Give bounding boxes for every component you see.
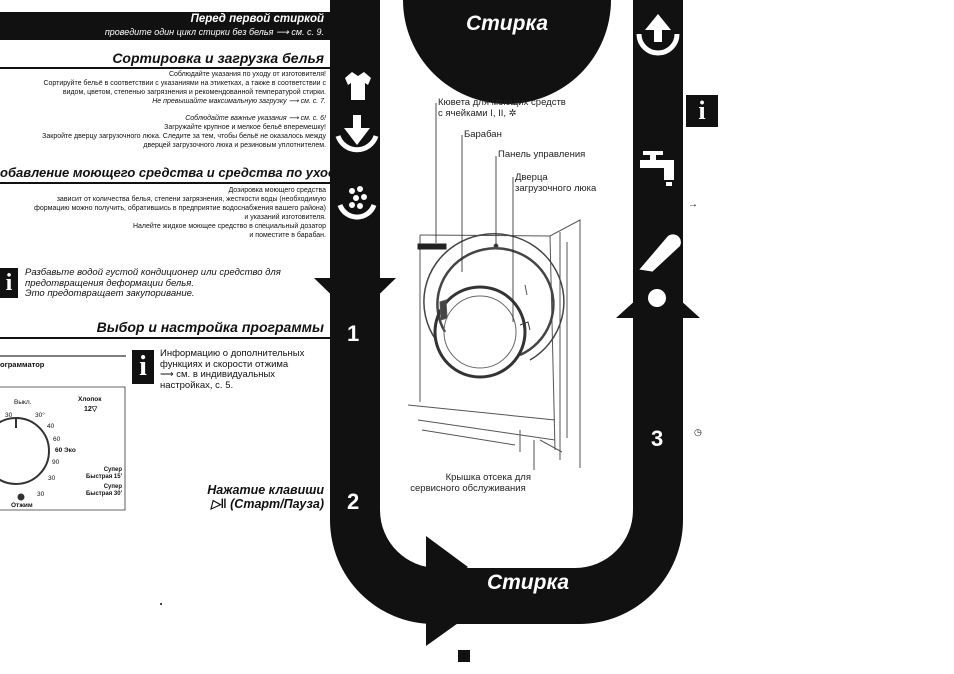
- label-drum: Барабан: [464, 129, 502, 140]
- top-circle: [403, 0, 611, 104]
- dial-temp-30: 30: [5, 412, 13, 419]
- washing-title-bottom: Стирка: [486, 571, 570, 594]
- note1-line: предотвращения деформации белья.: [25, 277, 195, 289]
- detergent-text: Дозировка моющего средства зависит от ко…: [0, 186, 326, 240]
- label-service-cover: Крышка отсека для сервисного обслуживани…: [405, 472, 531, 494]
- info-icon: i: [686, 95, 718, 127]
- info-icon: i: [0, 268, 18, 298]
- note1-line: Разбавьте водой густой кондиционер или с…: [25, 267, 281, 278]
- dial-super30: Быстрая 30': [86, 491, 122, 497]
- press-key-subtitle: ▷‖ (Старт/Паузa): [140, 496, 324, 511]
- load-arrow-icon: [335, 115, 379, 153]
- label-service-cover-line: сервисного обслуживания: [410, 483, 526, 494]
- step-number-2: 2: [347, 489, 360, 514]
- dial-off-label: Выкл.: [14, 399, 32, 406]
- detergent-line: Дозировка моющего средства: [228, 187, 326, 194]
- leader-lines: [435, 103, 535, 470]
- label-door: Дверца загрузочного люка: [515, 172, 596, 194]
- program-title-rule: [0, 337, 330, 339]
- selector-label: ограмматор: [0, 360, 45, 369]
- sorting-p1-line: Соблюдайте указания по уходу от изготови…: [168, 71, 326, 78]
- program-title: Выбор и настройка программы: [96, 319, 324, 335]
- sorting-p2: Соблюдайте важные указания ⟶ см. с. 6! З…: [0, 114, 326, 150]
- step-number-3: 3: [651, 426, 664, 451]
- washing-machine-illustration: [407, 219, 581, 468]
- dial-temp-90: 90: [52, 459, 60, 466]
- detergent-title-rule: [0, 182, 330, 184]
- faucet-icon: [640, 151, 674, 186]
- small-symbol: ◷: [694, 427, 702, 437]
- unload-arrow-icon: [636, 14, 680, 56]
- left-arrow-head: [314, 278, 396, 318]
- sorting-p2-line: Закройте дверцу загрузочного люка. Следи…: [42, 133, 326, 140]
- note2-text: Информацию о дополнительных функциях и с…: [160, 348, 305, 391]
- arrow-mark: →: [688, 199, 698, 210]
- dial-super15: Быстрая 15': [86, 474, 122, 480]
- label-dispenser-line: Кювета для моющих средств: [438, 97, 566, 108]
- note2-line: настройках, с. 5.: [160, 379, 234, 391]
- cotton-symbol-icon: 12▽: [84, 406, 98, 413]
- dial-super15-top: Супер: [103, 467, 122, 473]
- sorting-p1-line: Сортируйте бельё в соответствии с указан…: [43, 80, 326, 87]
- detergent-line: и указаний изготовителя.: [244, 214, 326, 221]
- detergent-title: обавление моющего средства и средства по…: [0, 165, 344, 180]
- washing-title-top: Стирка: [465, 12, 549, 35]
- dial-temp-30deg: 30°: [35, 412, 45, 419]
- button-dot-icon: [648, 289, 666, 307]
- dial-temp-40: 40: [47, 423, 55, 430]
- u-band: [330, 0, 683, 624]
- detergent-icon: [337, 186, 377, 220]
- dial-small30-a: 30: [48, 475, 56, 482]
- note2-line: Информацию о дополнительных: [160, 348, 305, 359]
- dial-temp-60: 60: [53, 436, 61, 443]
- bottom-arrow-head-1: [426, 536, 468, 598]
- dial-super30-top: Супер: [103, 484, 122, 490]
- press-key-label: (Старт/Паузa): [230, 497, 324, 511]
- header-subtitle: проведите один цикл стирки без белья ⟶ с…: [104, 27, 324, 37]
- finger-press-icon: [638, 234, 681, 273]
- note1-text: Разбавьте водой густой кондиционер или с…: [25, 267, 281, 300]
- header-bar: [0, 12, 330, 40]
- sorting-title-rule: [0, 67, 330, 69]
- bottom-square: [458, 650, 470, 662]
- sorting-p1-line: Не превышайте максимальную загрузку ⟶ см…: [152, 98, 326, 105]
- label-door-line: Дверца: [515, 172, 548, 183]
- dial-temp-60eco: 60 Эко: [55, 447, 76, 454]
- label-dispenser: Кювета для моющих средств с ячейками I, …: [438, 97, 566, 119]
- detergent-line: зависит от количества белья, степени заг…: [56, 196, 326, 203]
- note2-line: ⟶ см. в индивидуальных: [160, 369, 276, 380]
- tshirt-icon: [345, 72, 371, 100]
- note2-line: функциях и скорости отжима: [160, 358, 289, 370]
- detergent-line: Налейте жидкое моющее средство в специал…: [132, 223, 326, 230]
- program-dial: [0, 355, 126, 511]
- label-dispenser-line: с ячейками I, II, ✲: [438, 108, 517, 119]
- detergent-line: формацию можно получить, обратившись в п…: [34, 205, 326, 212]
- info-icon: i: [132, 350, 154, 384]
- sorting-p1: Соблюдайте указания по уходу от изготови…: [0, 70, 326, 106]
- dot-mark: [160, 603, 162, 605]
- note1-line: Это предотвращает закупоривание.: [25, 288, 195, 299]
- dial-cotton-label: Хлопок: [78, 396, 102, 403]
- sorting-p2-line: дверцей загрузочного люка и резиновым уп…: [143, 142, 326, 149]
- step-number-1: 1: [347, 321, 360, 346]
- label-panel: Панель управления: [498, 149, 586, 160]
- label-door-line: загрузочного люка: [515, 183, 597, 194]
- bottom-arrow-head-2: [426, 586, 468, 646]
- start-pause-icon: ▷‖: [210, 497, 231, 511]
- press-key-title: Нажатие клавиши: [207, 483, 324, 497]
- detergent-line: и поместите в барабан.: [249, 232, 326, 239]
- dial-spin-label: Отжим: [11, 502, 33, 509]
- sorting-p2-line: Соблюдайте важные указания ⟶ см. с. 6!: [185, 115, 326, 122]
- sorting-p1-line: видом, цветом, степенью загрязнения и ре…: [62, 89, 326, 96]
- sorting-title: Сортировка и загрузка белья: [112, 50, 324, 66]
- dial-small30-b: 30: [37, 491, 45, 498]
- header-title: Перед первой стиркой: [190, 13, 324, 25]
- sorting-p2-line: Загружайте крупное и мелкое бельё вперем…: [164, 124, 326, 131]
- label-service-cover-line: Крышка отсека для: [445, 472, 531, 483]
